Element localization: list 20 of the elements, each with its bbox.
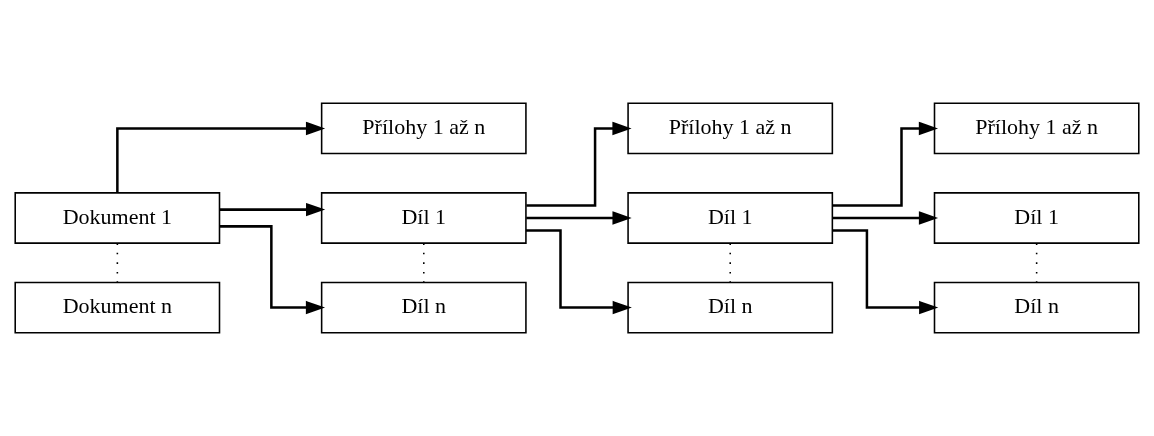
arrow	[219, 202, 326, 217]
node-box: Díl n	[933, 281, 1140, 334]
node-box: Díl n	[627, 281, 834, 334]
node-box: Přílohy 1 až n	[320, 102, 527, 155]
node-box: Díl 1	[320, 192, 527, 244]
node-box: Dokument n	[14, 281, 221, 334]
node-box: Přílohy 1 až n	[627, 102, 834, 155]
arrow	[526, 229, 632, 315]
arrow	[832, 211, 939, 225]
node-box: Díl n	[320, 281, 527, 334]
arrow	[832, 229, 939, 315]
node-box: Dokument 1	[14, 192, 221, 244]
arrow	[116, 121, 326, 193]
arrow	[526, 121, 632, 207]
node-box: Přílohy 1 až n	[933, 102, 1140, 155]
arrow	[526, 211, 632, 225]
node-box: Díl 1	[627, 192, 834, 244]
arrow	[219, 225, 326, 315]
node-box: Díl 1	[933, 192, 1140, 244]
arrow	[832, 121, 939, 207]
